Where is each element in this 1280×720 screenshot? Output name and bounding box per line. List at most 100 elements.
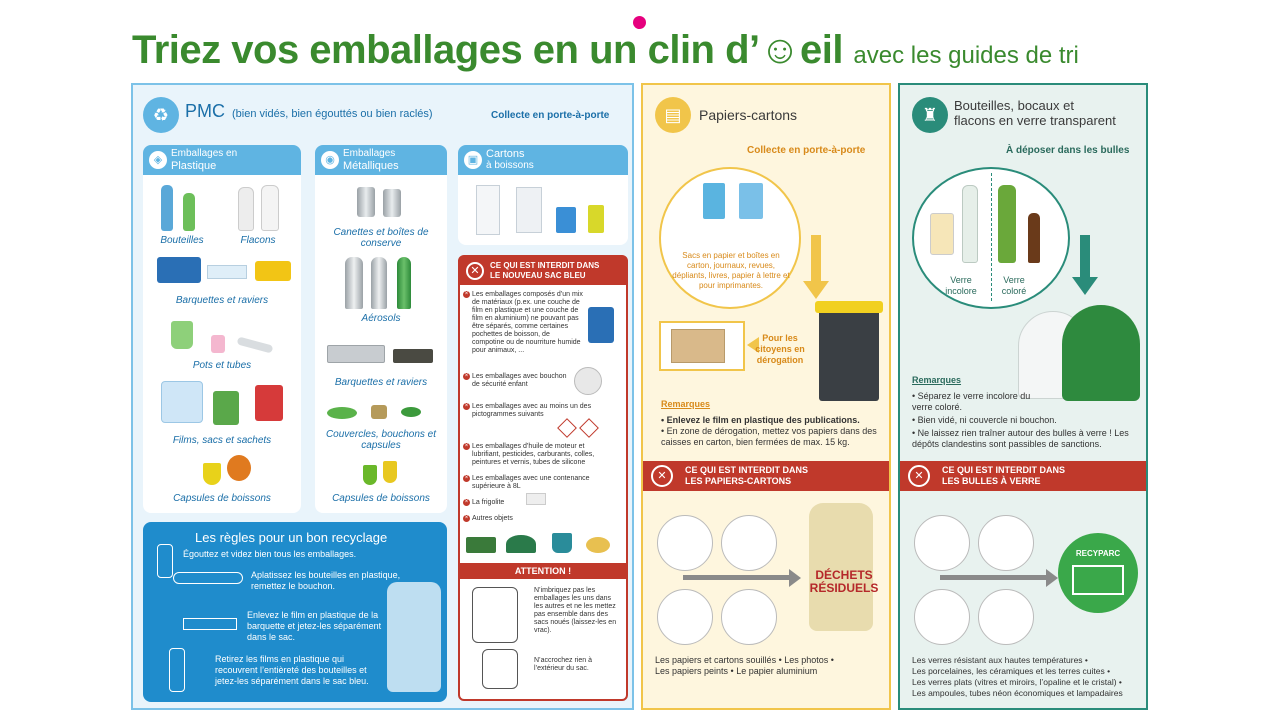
rule-item: Enlevez le film en plastique de la barqu… <box>247 610 382 642</box>
nested-bags-icon <box>472 587 518 643</box>
forbidden-x-icon: ✕ <box>908 465 930 487</box>
recyparc-label: RECYPARC <box>1075 549 1121 558</box>
paper-remarks-title: Remarques <box>661 399 711 409</box>
capsule-image <box>227 455 251 481</box>
label-flasks: Flacons <box>240 235 276 246</box>
pmc-panel: ♻ PMC (bien vidés, bien égouttés ou bien… <box>131 83 634 710</box>
paper-remark: • Enlevez le film en plastique des publi… <box>661 415 860 425</box>
arrow-left-icon <box>747 337 759 353</box>
glass-remark: • Séparez le verre incolore du verre col… <box>912 391 1031 412</box>
glass-remarks-title: Remarques <box>912 375 962 385</box>
sachet-image <box>255 385 283 421</box>
flat-glass-image <box>914 589 970 645</box>
bag-image <box>213 391 239 425</box>
arrow-right-icon <box>1046 569 1058 587</box>
can-icon: ◉ <box>321 151 339 169</box>
flask-image <box>261 185 279 231</box>
metal-tray-image <box>327 345 385 363</box>
label-capsules: Capsules de boissons <box>173 493 271 504</box>
container-icon <box>1072 565 1124 595</box>
aerosol-image <box>345 257 363 309</box>
capsule-image <box>383 461 397 483</box>
pizza-box-image <box>657 515 713 571</box>
tray-outline-icon <box>183 618 237 630</box>
title-main: Triez vos emballages en un clin d’☺eil <box>132 28 843 72</box>
title-sub: avec les guides de tri <box>853 42 1079 69</box>
carton-image <box>476 185 500 235</box>
forbidden-item: ×Les emballages avec bouchon de sécurité… <box>463 373 567 388</box>
pink-dot <box>633 16 646 29</box>
paper-title: Papiers-cartons <box>699 107 798 123</box>
label-metal-capsules: Capsules de boissons <box>332 493 430 504</box>
green-bottle-image <box>998 185 1016 263</box>
flat-bottle-icon <box>173 572 243 584</box>
hazard-pictogram-icon <box>579 418 599 438</box>
paper-remarks: Remarques • Enlevez le film en plastique… <box>661 399 891 448</box>
glass-bottle-icon: ♜ <box>912 97 948 133</box>
metal-head-2: Métalliques <box>343 160 399 172</box>
capsule-image <box>203 463 221 485</box>
bottle-image <box>183 193 195 231</box>
porcelain-image <box>978 515 1034 571</box>
metal-head-1: Emballages <box>343 148 396 159</box>
bottle-outline-icon <box>157 544 173 578</box>
label-aerosols: Aérosols <box>361 313 401 324</box>
heat-resistant-glass-image <box>914 515 970 571</box>
glass-forbidden-1: CE QUI EST INTERDIT DANS <box>942 465 1066 475</box>
label-lids: Couvercles, bouchons et capsules <box>325 429 437 451</box>
pmc-title: PMC (bien vidés, bien égouttés ou bien r… <box>185 101 433 121</box>
forbidden-item: ×La frigolite <box>463 499 505 506</box>
paper-forbidden-1: CE QUI EST INTERDIT DANS <box>685 465 809 475</box>
glass-collect-text: À déposer dans les bulles <box>1006 145 1130 156</box>
yellow-bin-image <box>819 307 879 401</box>
label-trays: Barquettes et raviers <box>175 295 269 306</box>
rules-title: Les règles pour un bon recyclage <box>195 530 388 545</box>
clear-bottle-image <box>962 185 978 263</box>
x-dot-icon: × <box>463 291 470 298</box>
attention-header: ATTENTION ! <box>460 563 626 579</box>
attention-text-1: N’imbriquez pas les emballages les uns d… <box>534 587 617 634</box>
can-image <box>383 189 401 217</box>
forbidden-item: ×Les emballages d’huile de moteur et lub… <box>463 443 595 466</box>
bin-lid <box>815 301 883 313</box>
paper-bag-image <box>703 183 725 219</box>
flask-image <box>238 187 254 231</box>
green-glass-bin <box>1062 305 1140 401</box>
object-image <box>586 537 610 553</box>
pot-image <box>211 335 225 353</box>
object-image <box>466 537 496 553</box>
tray-image <box>157 257 201 283</box>
label-cans: Canettes et boîtes de conserve <box>333 227 429 249</box>
carton-icon: ▣ <box>464 151 482 169</box>
bottle-image <box>161 185 173 231</box>
carton-image <box>516 187 542 233</box>
carton-head-1: Cartons <box>486 148 525 160</box>
residual-bag-image <box>809 503 873 631</box>
forbidden-x-icon: ✕ <box>466 262 484 280</box>
film-image <box>161 381 203 423</box>
arrow-shaft <box>1080 235 1090 285</box>
pot-image <box>171 321 193 349</box>
pmc-forbidden-title-2: LE NOUVEAU SAC BLEU <box>490 271 586 280</box>
carton-image <box>556 207 576 233</box>
paper-icon: ▤ <box>655 97 691 133</box>
lid-image <box>371 405 387 419</box>
rule-item: Retirez les films en plastique qui recou… <box>215 654 369 686</box>
paper-forbidden-list: Les papiers et cartons souillés • Les ph… <box>655 655 834 676</box>
aerosol-image <box>371 257 387 309</box>
metal-tray-image <box>393 349 433 363</box>
recycling-rules-box: Les règles pour un bon recyclage Égoutte… <box>143 522 447 702</box>
label-metal-trays: Barquettes et raviers <box>334 377 428 388</box>
paper-panel: ▤ Papiers-cartons Collecte en porte-à-po… <box>641 83 891 710</box>
attention-text-2: N’accrochez rien à l’extérieur du sac. <box>534 657 592 672</box>
blue-bag-image <box>387 582 441 692</box>
